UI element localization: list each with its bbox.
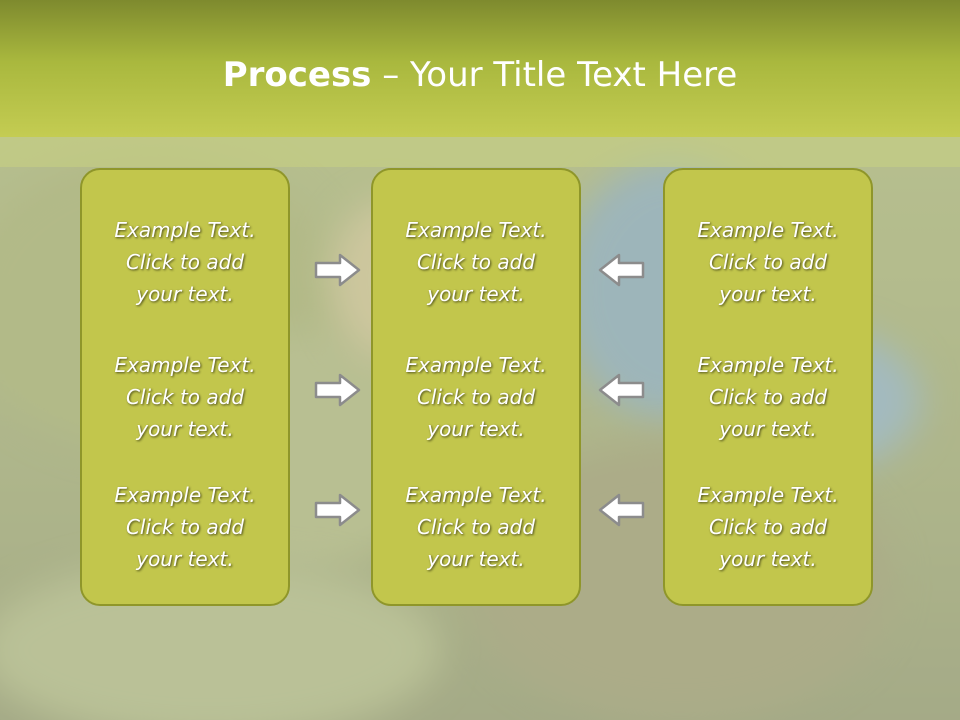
text-line: Example Text. — [405, 218, 547, 242]
title-bold: Process — [222, 55, 372, 95]
text-item[interactable]: Example Text. Click to add your text. — [373, 214, 579, 310]
title-bar: Process – Your Title Text Here — [0, 0, 960, 137]
text-line: Example Text. — [114, 353, 256, 377]
text-item[interactable]: Example Text. Click to add your text. — [82, 214, 288, 310]
text-line: Example Text. — [697, 483, 839, 507]
process-box-right[interactable]: Example Text. Click to add your text. Ex… — [663, 168, 873, 606]
text-item[interactable]: Example Text. Click to add your text. — [665, 214, 871, 310]
text-line: Example Text. — [405, 353, 547, 377]
text-item[interactable]: Example Text. Click to add your text. — [665, 479, 871, 575]
text-item[interactable]: Example Text. Click to add your text. — [373, 479, 579, 575]
header-band — [0, 137, 960, 167]
slide-title[interactable]: Process – Your Title Text Here — [0, 54, 960, 96]
text-line: your text. — [427, 282, 525, 306]
text-line: Click to add — [125, 250, 245, 274]
text-line: Example Text. — [114, 483, 256, 507]
text-item[interactable]: Example Text. Click to add your text. — [82, 479, 288, 575]
arrow-right-icon — [314, 373, 361, 407]
text-line: your text. — [719, 547, 817, 571]
text-line: your text. — [719, 417, 817, 441]
text-line: Click to add — [708, 515, 828, 539]
arrow-left-icon — [598, 493, 645, 527]
text-line: your text. — [719, 282, 817, 306]
arrow-right-icon — [314, 253, 361, 287]
text-line: your text. — [136, 417, 234, 441]
arrow-left-icon — [598, 373, 645, 407]
arrow-right-icon — [314, 493, 361, 527]
text-item[interactable]: Example Text. Click to add your text. — [665, 349, 871, 445]
text-line: Click to add — [125, 385, 245, 409]
text-line: Click to add — [416, 515, 536, 539]
process-box-center[interactable]: Example Text. Click to add your text. Ex… — [371, 168, 581, 606]
text-line: your text. — [427, 417, 525, 441]
title-rest: – Your Title Text Here — [371, 55, 738, 95]
text-line: Example Text. — [114, 218, 256, 242]
text-line: Example Text. — [697, 353, 839, 377]
text-item[interactable]: Example Text. Click to add your text. — [82, 349, 288, 445]
text-line: your text. — [136, 547, 234, 571]
text-item[interactable]: Example Text. Click to add your text. — [373, 349, 579, 445]
text-line: your text. — [427, 547, 525, 571]
text-line: Example Text. — [697, 218, 839, 242]
process-box-left[interactable]: Example Text. Click to add your text. Ex… — [80, 168, 290, 606]
text-line: Click to add — [416, 250, 536, 274]
text-line: Click to add — [708, 385, 828, 409]
text-line: Click to add — [125, 515, 245, 539]
text-line: Click to add — [416, 385, 536, 409]
arrow-left-icon — [598, 253, 645, 287]
text-line: your text. — [136, 282, 234, 306]
text-line: Click to add — [708, 250, 828, 274]
text-line: Example Text. — [405, 483, 547, 507]
